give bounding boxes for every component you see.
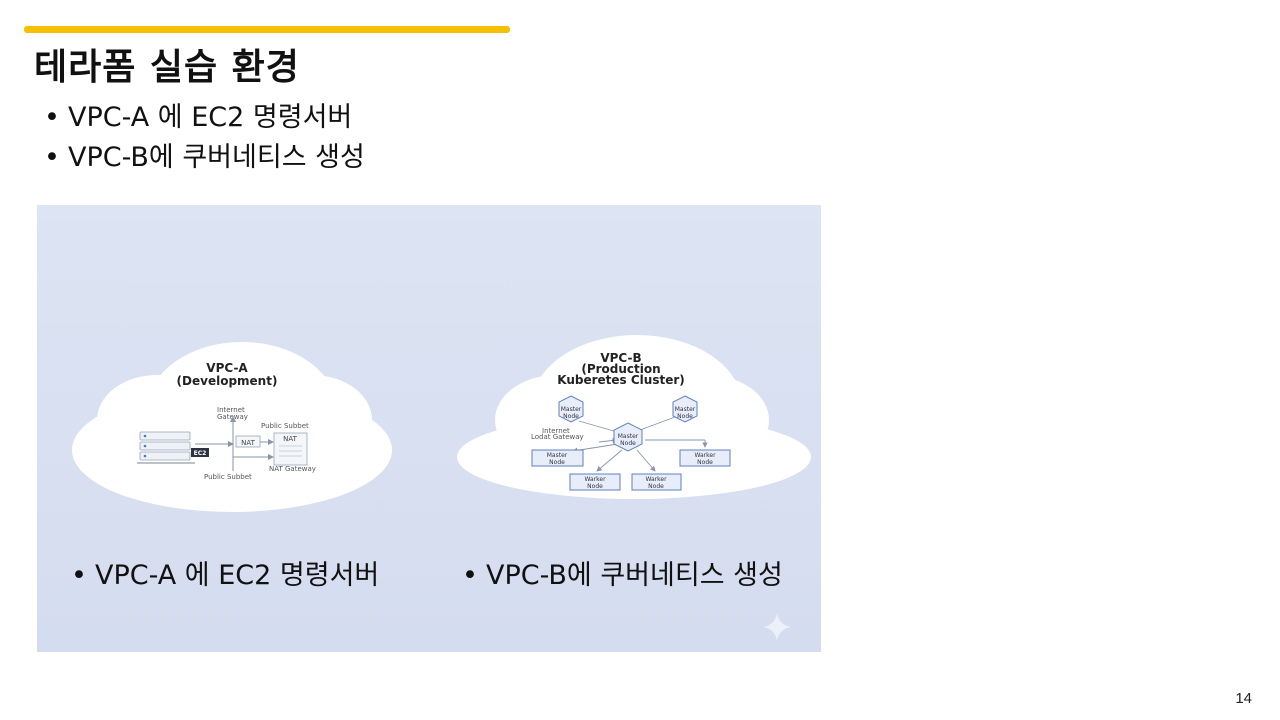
worker-node-bottom-right: Warker Node — [631, 473, 682, 491]
worker-node-bottom-right-node: Node — [648, 483, 664, 490]
nat-gateway-icon: NAT — [273, 432, 308, 466]
master-node-top-left: Master Node — [558, 395, 584, 423]
master-node-center-word: Master — [618, 433, 639, 440]
vpc-b-caption: VPC-B에 쿠버네티스 생성 — [462, 553, 783, 592]
vpc-b-internet-line2: Lodat Gateway — [531, 433, 584, 441]
master-node-top-right: Master Node — [672, 395, 698, 423]
worker-node-right-word: Warker — [694, 452, 716, 459]
slide-title: 테라폼 실습 환경 — [34, 47, 300, 88]
worker-node-bottom-left: Warker Node — [569, 473, 621, 491]
master-node-left-node: Node — [549, 459, 565, 466]
worker-node-right: Warker Node — [679, 449, 731, 467]
title-accent-bar — [24, 26, 510, 33]
master-node-center: Master Node — [613, 422, 643, 452]
vpc-b-subtitle-2: Kuberetes Cluster) — [557, 373, 685, 387]
vpc-a-title: VPC-A — [206, 361, 248, 375]
master-node-center-node: Node — [620, 440, 636, 447]
bullet-vpc-b: VPC-B에 쿠버네티스 생성 — [44, 138, 365, 178]
sparkle-icon — [763, 613, 791, 641]
vpc-a-igw-line2: Gateway — [217, 413, 248, 421]
ec2-server-icon — [137, 431, 195, 464]
vpc-b-internet-line1: Internet — [542, 427, 570, 435]
nat-label: NAT — [241, 439, 255, 447]
nat-gateway-label: NAT Gateway — [269, 465, 316, 473]
architecture-diagram: VPC-A (Development) Internet Gateway Pub… — [72, 335, 811, 641]
architecture-figure: VPC-A (Development) Internet Gateway Pub… — [37, 205, 821, 652]
vpc-b-subtitle-1: (Production — [581, 362, 660, 376]
master-node-top-right-node: Node — [677, 413, 693, 420]
master-node-left-word: Master — [547, 452, 568, 459]
vpc-a-caption: VPC-A 에 EC2 명령서버 — [71, 553, 379, 592]
ec2-badge — [191, 448, 209, 457]
nat-box-label: NAT — [283, 435, 297, 443]
worker-node-right-node: Node — [697, 459, 713, 466]
vpc-a-subtitle: (Development) — [177, 374, 278, 388]
worker-node-bottom-left-word: Warker — [584, 476, 606, 483]
vpc-a-igw-line1: Internet — [217, 406, 245, 414]
vpc-a-public-subnet-bottom: Public Subbet — [204, 473, 252, 481]
worker-node-bottom-right-word: Warker — [645, 476, 667, 483]
master-node-top-left-word: Master — [561, 406, 582, 413]
vpc-a-cloud — [72, 342, 392, 512]
page-number: 14 — [1235, 690, 1252, 707]
master-node-top-right-word: Master — [675, 406, 696, 413]
vpc-b-title: VPC-B — [600, 351, 641, 365]
vpc-a-public-subnet-top: Public Subbet — [261, 422, 309, 430]
bullet-vpc-a: VPC-A 에 EC2 명령서버 — [44, 98, 365, 138]
master-node-left: Master Node — [531, 449, 584, 467]
ec2-badge-label: EC2 — [194, 450, 207, 457]
worker-node-bottom-left-node: Node — [587, 483, 603, 490]
bullet-list: VPC-A 에 EC2 명령서버 VPC-B에 쿠버네티스 생성 — [44, 98, 365, 178]
master-node-top-left-node: Node — [563, 413, 579, 420]
